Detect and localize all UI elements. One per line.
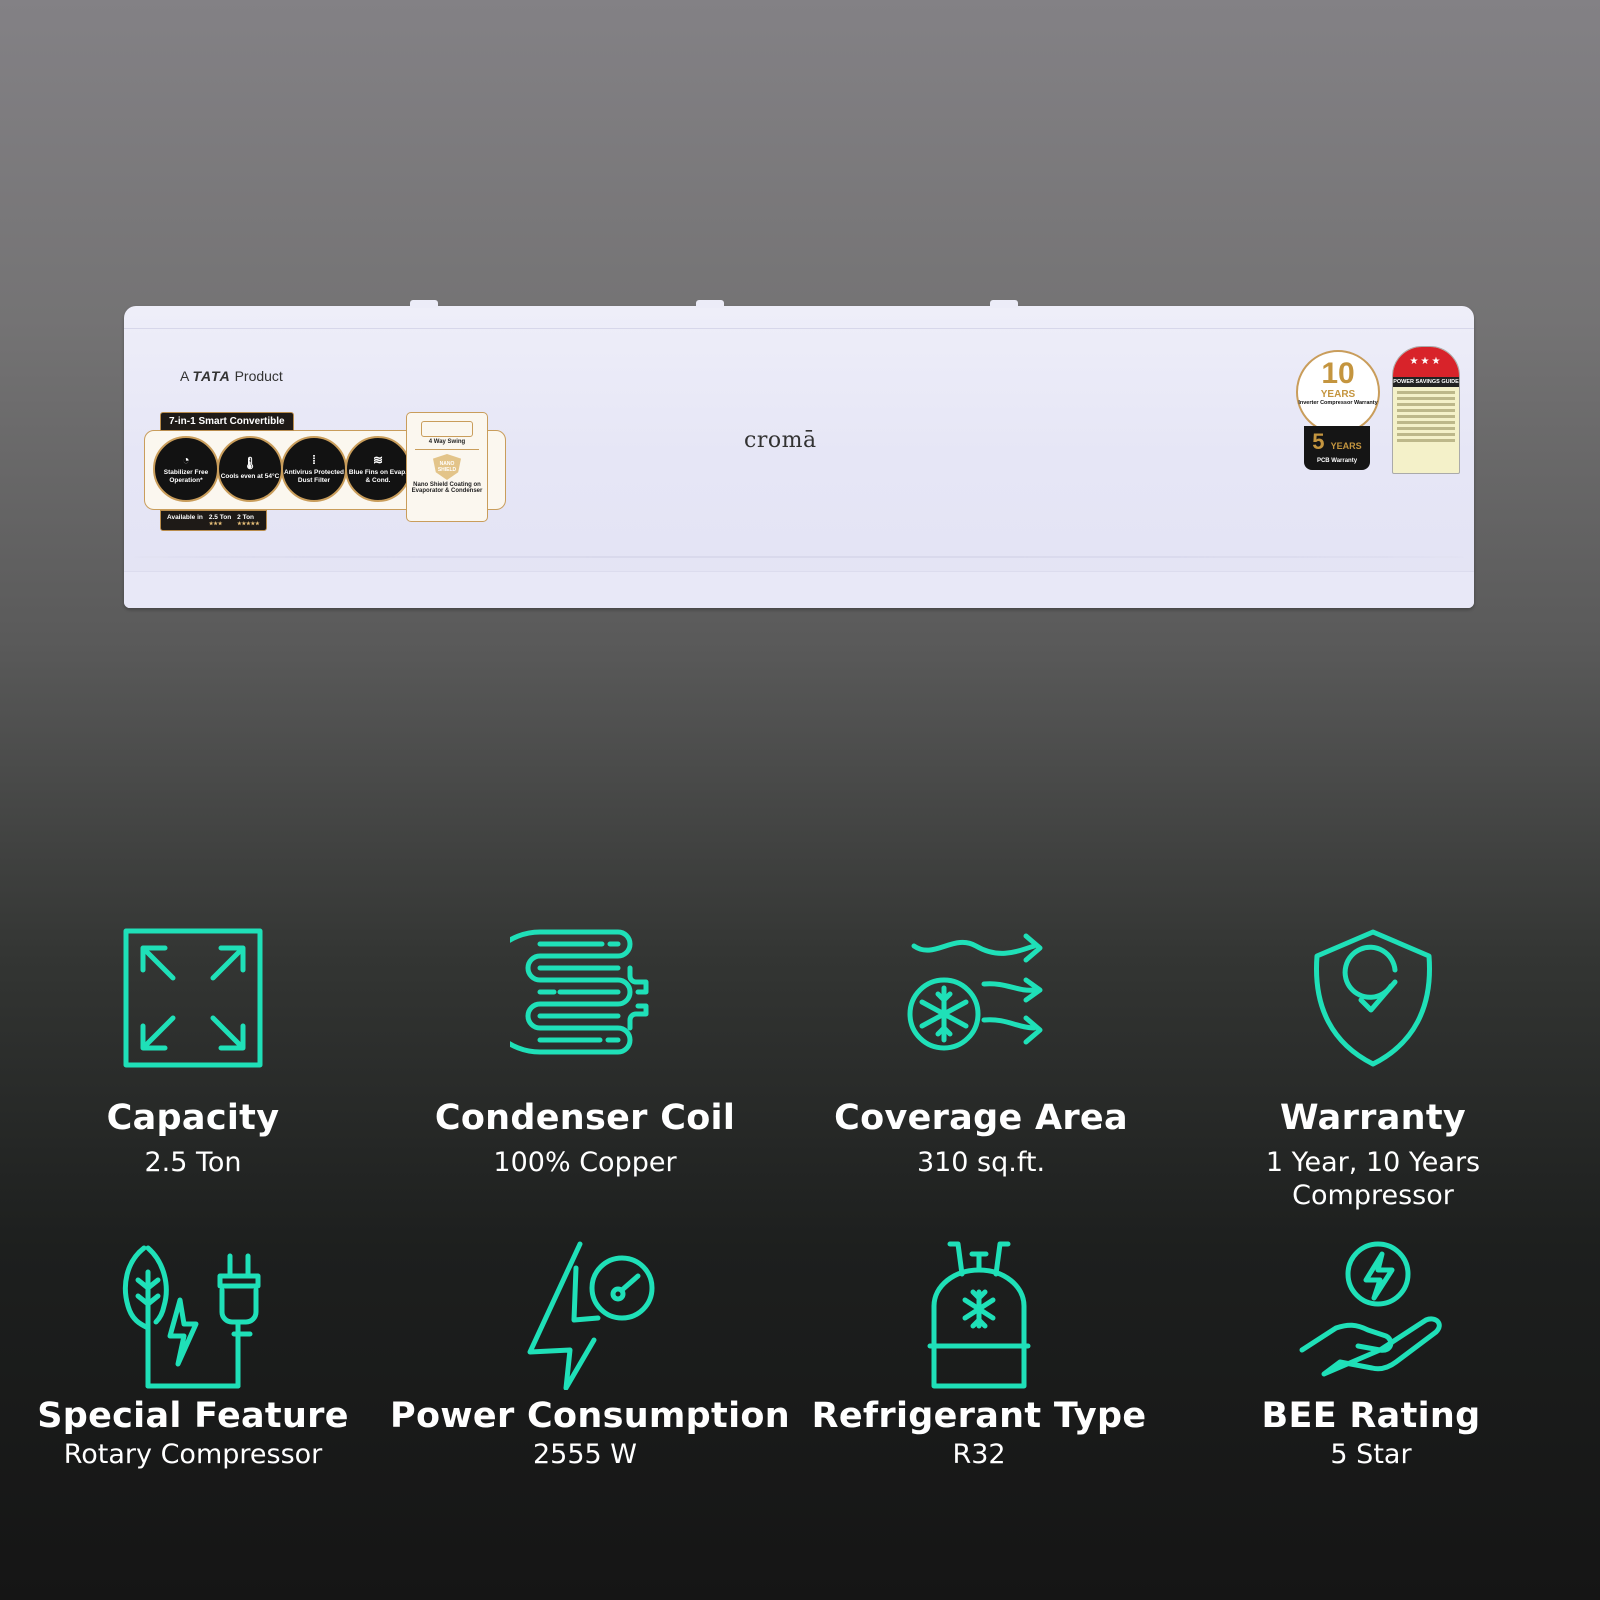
star-icons: ★★★ xyxy=(208,521,223,527)
energy-star-label: ★★★ POWER SAVINGS GUIDE xyxy=(1392,346,1460,474)
tonnage-label: 2 Ton xyxy=(237,514,255,521)
spec-value: R32 xyxy=(952,1439,1006,1470)
coil-icon xyxy=(510,929,649,1055)
spec-power-consumption: Power Consumption 2555 W xyxy=(390,1240,790,1471)
refrigerant-cylinder-icon xyxy=(927,1241,1031,1389)
tonnage-label: 2.5 Ton xyxy=(208,514,232,521)
hand-energy-icon xyxy=(1299,1241,1442,1377)
spec-label: Coverage Area xyxy=(834,1098,1128,1138)
feature-label: Stabilizer Free Operation* xyxy=(163,469,209,484)
swing-nano-card: 4 Way Swing NANO SHIELD Nano Shield Coat… xyxy=(406,412,488,522)
spec-label: Special Feature xyxy=(37,1396,349,1436)
pcb-warranty: 5 YEARS PCB Warranty xyxy=(1304,426,1370,470)
energy-label-table xyxy=(1397,391,1455,442)
spec-condenser-coil: Condenser Coil 100% Copper xyxy=(390,928,780,1179)
spec-value: 310 sq.ft. xyxy=(916,1147,1046,1178)
thermometer-icon: 🌡 xyxy=(242,456,258,471)
tonnage-option: 2 Ton★★★★★ xyxy=(237,514,259,527)
feature-label: Antivirus Protected Dust Filter xyxy=(284,469,344,484)
feature-label: Blue Fins on Evap. & Cond. xyxy=(348,469,408,484)
spec-value: 2.5 Ton xyxy=(144,1147,242,1178)
feature-cooling: 🌡 Cools even at 54°C xyxy=(217,436,283,502)
spec-refrigerant-type: Refrigerant Type R32 xyxy=(784,1240,1174,1471)
nano-shield-label: Nano Shield Coating on Evaporator & Cond… xyxy=(411,482,483,494)
spec-value: 1 Year, 10 Years xyxy=(1265,1147,1481,1178)
croma-logo: cromā xyxy=(744,428,817,453)
brand-prefix: A xyxy=(180,368,189,384)
spec-label: Warranty xyxy=(1280,1098,1466,1138)
available-in-strip: Available in 2.5 Ton★★★ 2 Ton★★★★★ xyxy=(160,510,267,531)
pcb-years-label: YEARS xyxy=(1330,441,1362,451)
brand-line: A TATA Product xyxy=(180,368,283,384)
spec-value-line2: Compressor xyxy=(1292,1180,1454,1211)
warranty-years-label: YEARS xyxy=(1320,389,1356,400)
feature-filter: ⁞ Antivirus Protected Dust Filter xyxy=(281,436,347,502)
spec-value: 2555 W xyxy=(533,1439,637,1470)
ac-product-image: A TATA Product ◔ Stabilizer Free Operati… xyxy=(124,300,1474,608)
ac-swing-icon xyxy=(421,421,473,437)
warranty-years-number: 10 xyxy=(1321,357,1355,390)
airflow-snowflake-icon xyxy=(907,933,1043,1051)
spec-value: Rotary Compressor xyxy=(63,1439,323,1470)
feature-blue-fins: ≋ Blue Fins on Evap. & Cond. xyxy=(345,436,411,502)
feature-stabilizer: ◔ Stabilizer Free Operation* xyxy=(153,436,219,502)
stabilizer-gauge-icon: ◔ xyxy=(182,452,190,467)
tata-logo: TATA xyxy=(192,368,231,384)
spec-value: 5 Star xyxy=(1330,1439,1412,1470)
ac-louver xyxy=(124,571,1474,608)
spec-label: Refrigerant Type xyxy=(811,1396,1147,1436)
spec-warranty: Warranty 1 Year, 10 Years Compressor xyxy=(1178,928,1568,1212)
spec-label: Capacity xyxy=(106,1098,280,1138)
spec-special-feature: Special Feature Rotary Compressor xyxy=(0,1240,388,1471)
expand-arrows-icon xyxy=(123,928,263,1068)
warranty-circle: 10 YEARS Inverter Compressor Warranty xyxy=(1296,350,1380,434)
tonnage-option: 2.5 Ton★★★ xyxy=(209,514,231,527)
filter-icon: ⁞ xyxy=(312,452,316,467)
ac-notch xyxy=(696,300,724,308)
spec-capacity: Capacity 2.5 Ton xyxy=(0,928,388,1179)
nano-shield-icon: NANO SHIELD xyxy=(433,454,461,480)
spec-label: Power Consumption xyxy=(390,1396,790,1436)
warranty-badge: 10 YEARS Inverter Compressor Warranty 5 … xyxy=(1296,350,1380,472)
leaf-plug-icon xyxy=(122,1245,261,1389)
divider xyxy=(415,449,479,450)
pcb-line: PCB Warranty xyxy=(1316,458,1358,464)
ac-panel-line xyxy=(134,556,1464,558)
swing-label: 4 Way Swing xyxy=(428,439,466,445)
spec-coverage-area: Coverage Area 310 sq.ft. xyxy=(786,928,1176,1179)
energy-label-title: POWER SAVINGS GUIDE xyxy=(1393,377,1459,387)
available-in-label: Available in xyxy=(167,514,203,521)
fins-icon: ≋ xyxy=(372,452,384,467)
ac-notch xyxy=(410,300,438,308)
spec-label: Condenser Coil xyxy=(434,1098,736,1138)
warranty-line: Inverter Compressor Warranty xyxy=(1298,400,1378,406)
spec-label: BEE Rating xyxy=(1261,1396,1481,1436)
spec-bee-rating: BEE Rating 5 Star xyxy=(1176,1240,1566,1471)
pcb-years-number: 5 xyxy=(1312,429,1325,454)
star-icons: ★★★ xyxy=(1393,347,1459,377)
lightning-gauge-icon xyxy=(527,1241,655,1390)
spec-value: 100% Copper xyxy=(493,1147,677,1178)
ac-notch xyxy=(990,300,1018,308)
smart-badge-title: 7-in-1 Smart Convertible xyxy=(160,412,294,431)
star-icons: ★★★★★ xyxy=(237,521,260,527)
brand-suffix: Product xyxy=(234,368,283,384)
ac-top-line xyxy=(124,328,1474,329)
shield-check-icon xyxy=(1313,929,1433,1067)
shield-text: NANO SHIELD xyxy=(437,461,457,473)
feature-label: Cools even at 54°C xyxy=(220,473,280,481)
